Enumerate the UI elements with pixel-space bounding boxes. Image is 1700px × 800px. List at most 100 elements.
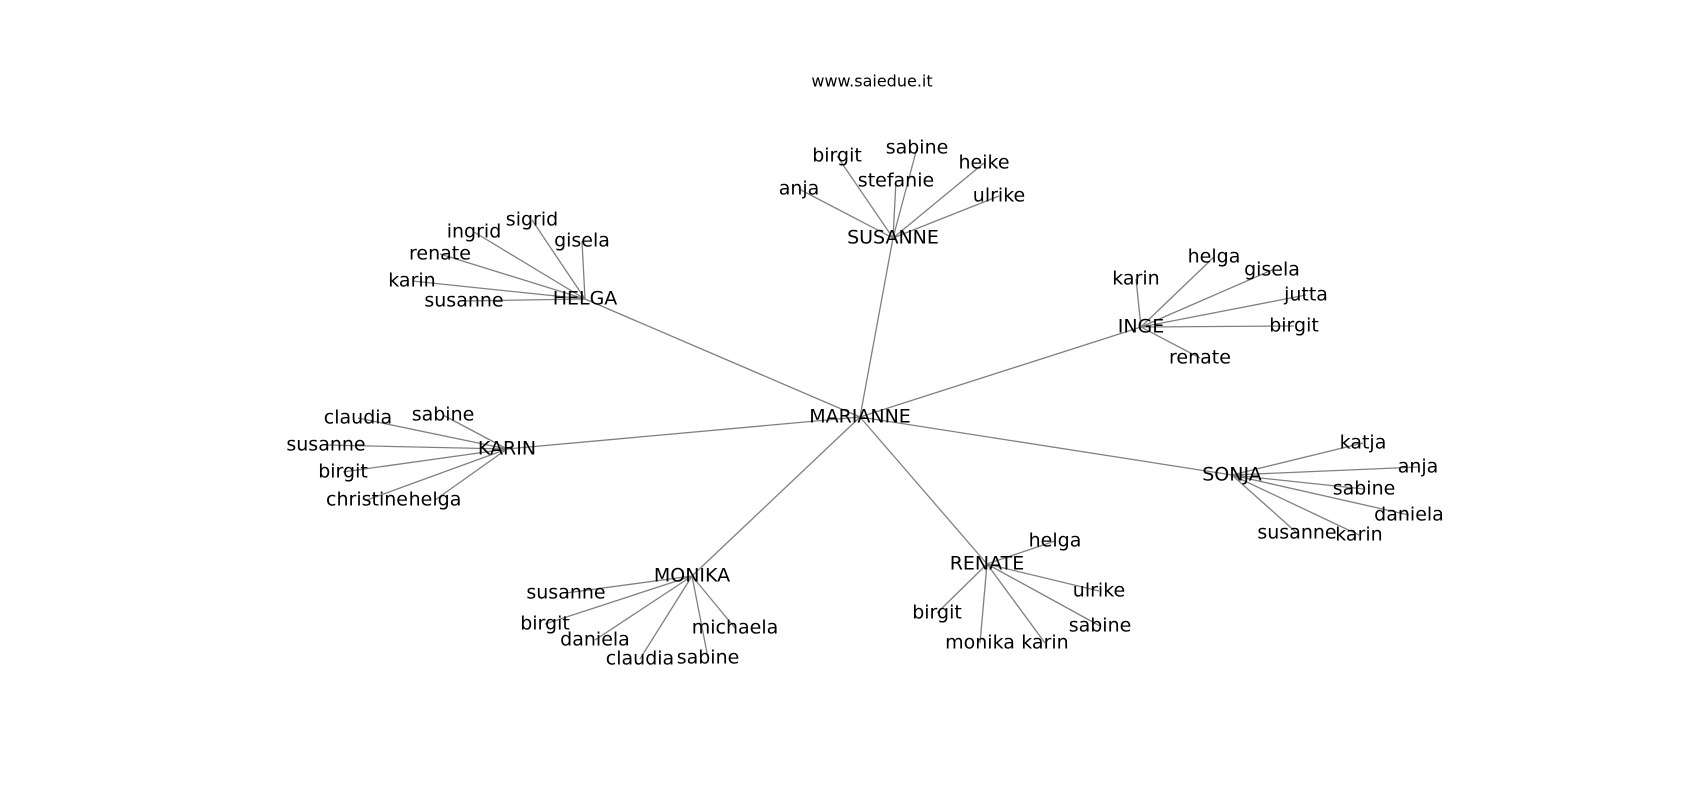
leaf-node-label-claudia: claudia [606,648,674,670]
edge-monika-to-claudia [639,575,693,660]
leaf-node-label-ulrike: ulrike [1073,580,1125,602]
edge-sonja-to-susanne [1231,474,1298,534]
leaf-node-label-birgit: birgit [1269,315,1319,337]
hub-node-label-sonja: SONJA [1202,464,1262,486]
leaf-node-label-michaela: michaela [692,617,779,639]
hub-node-label-susanne: SUSANNE [847,227,939,249]
edge-helga-to-sigrid [531,219,586,300]
edge-susanne-to-birgit [836,155,894,239]
edge-inge-to-birgit [1140,325,1295,328]
leaf-node-label-daniela: daniela [560,629,630,651]
leaf-node-label-sabine: sabine [677,647,740,669]
leaf-node-label-susanne: susanne [286,434,365,456]
leaf-node-label-gisela: gisela [554,230,610,252]
edge-center-to-susanne [859,237,894,418]
edge-center-to-renate [859,416,988,565]
edge-monika-to-daniela [594,575,693,641]
hub-node-label-karin: KARIN [478,438,536,460]
edge-sonja-to-karin [1231,474,1360,536]
leaf-node-label-renate: renate [409,243,471,265]
edge-monika-to-susanne [565,575,693,594]
leaf-node-label-karin: karin [1021,632,1068,654]
edge-center-to-karin [506,416,861,450]
edge-helga-to-ingrid [473,231,586,300]
leaf-node-label-claudia: claudia [324,407,392,429]
edge-center-to-sonja [859,416,1233,476]
edge-karin-to-helga [434,448,508,501]
edge-renate-to-monika [979,563,988,644]
edge-karin-to-claudia [357,417,508,450]
edge-karin-to-christine [366,448,508,501]
edge-susanne-to-stefanie [892,180,897,239]
edge-monika-to-michaela [691,575,736,629]
leaf-node-label-susanne: susanne [526,582,605,604]
leaf-node-label-christine: christine [326,489,408,511]
edge-karin-to-sabine [442,414,508,450]
leaf-node-label-birgit: birgit [912,602,962,624]
edge-center-to-monika [691,416,861,577]
hub-node-label-renate: RENATE [950,553,1025,575]
leaf-node-label-ingrid: ingrid [447,221,502,243]
leaf-node-label-monika: monika [945,632,1015,654]
leaf-node-label-sabine: sabine [1333,478,1396,500]
leaf-node-label-karin: karin [388,270,435,292]
edge-susanne-to-heike [892,162,985,239]
labels-layer: MARIANNE SUSANNE anja birgit stefanie sabine… [286,137,1443,670]
leaf-node-label-anja: anja [1398,456,1439,478]
leaf-node-label-susanne: susanne [424,290,503,312]
edge-sonja-to-sabine [1231,474,1365,490]
leaf-node-label-daniela: daniela [1374,504,1444,526]
leaf-node-label-birgit: birgit [318,461,368,483]
leaf-node-label-helga: helga [409,489,462,511]
leaf-node-label-jutta: jutta [1283,284,1328,306]
edge-sonja-to-katja [1231,442,1364,476]
leaf-node-label-sabine: sabine [1069,615,1132,637]
edge-helga-to-renate [439,253,586,300]
edge-helga-to-susanne [463,298,586,302]
edge-center-to-helga [584,298,861,418]
edge-renate-to-ulrike [986,563,1100,592]
leaf-node-label-birgit: birgit [520,613,570,635]
hub-node-label-helga: HELGA [553,288,618,310]
edge-helga-to-gisela [581,240,586,300]
center-node-label: MARIANNE [809,406,911,428]
edge-susanne-to-ulrike [892,195,1000,239]
edge-inge-to-jutta [1140,294,1307,328]
hub-node-label-monika: MONIKA [654,565,730,587]
edge-monika-to-birgit [544,575,693,625]
edge-karin-to-birgit [342,448,508,473]
leaf-node-label-katja: katja [1340,432,1387,454]
edge-center-to-inge [859,326,1142,418]
leaf-node-label-stefanie: stefanie [858,170,934,192]
leaf-node-label-heike: heike [958,152,1009,174]
edge-monika-to-sabine [691,575,709,659]
edge-sonja-to-daniela [1231,474,1410,516]
edge-renate-to-birgit [936,563,988,614]
edges-layer [325,147,1419,660]
edge-renate-to-helga [986,540,1056,565]
edge-inge-to-renate [1140,326,1201,359]
watermark-text: www.saiedue.it [811,72,932,91]
edge-inge-to-gisela [1140,269,1273,328]
edge-renate-to-sabine [986,563,1101,627]
hub-node-label-inge: INGE [1118,316,1165,338]
leaf-node-label-ulrike: ulrike [973,185,1025,207]
leaf-node-label-birgit: birgit [812,145,862,167]
edge-helga-to-karin [411,280,586,300]
leaf-node-label-karin: karin [1112,268,1159,290]
edge-karin-to-susanne [325,444,508,450]
edge-inge-to-helga [1140,256,1215,328]
leaf-node-label-susanne: susanne [1257,522,1336,544]
edge-susanne-to-anja [798,188,894,239]
leaf-node-label-renate: renate [1169,347,1231,369]
leaf-node-label-anja: anja [779,178,820,200]
leaf-node-label-sabine: sabine [412,404,475,426]
edge-inge-to-karin [1135,278,1142,328]
edge-sonja-to-anja [1231,466,1419,476]
leaf-node-label-helga: helga [1188,246,1241,268]
leaf-node-label-sabine: sabine [886,137,949,159]
edge-susanne-to-sabine [892,147,918,239]
edge-renate-to-karin [986,563,1046,644]
leaf-node-label-karin: karin [1335,524,1382,546]
